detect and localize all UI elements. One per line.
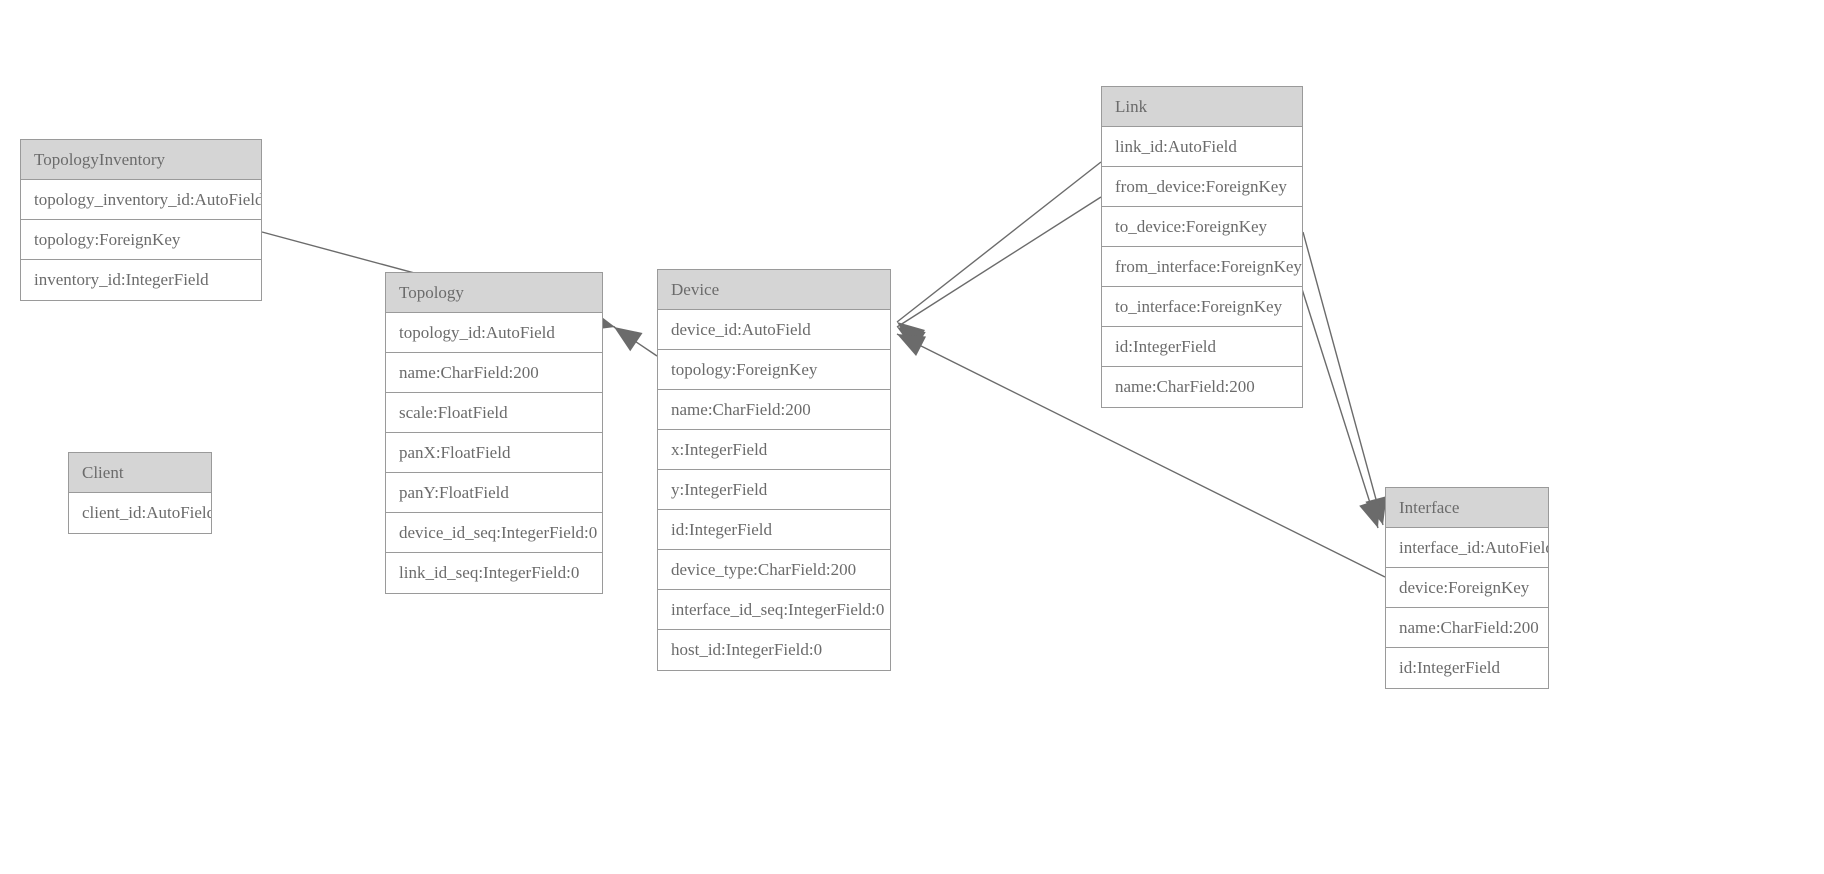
relationship-line-link-from-device — [896, 161, 1102, 323]
entity-field-device-3[interactable]: x:IntegerField — [658, 430, 890, 470]
entity-field-device-0[interactable]: device_id:AutoField — [658, 310, 890, 350]
entity-field-topology-4[interactable]: panY:FloatField — [386, 473, 602, 513]
entity-field-topology_inventory-2[interactable]: inventory_id:IntegerField — [21, 260, 261, 300]
entity-field-link-3[interactable]: from_interface:ForeignKey — [1102, 247, 1302, 287]
entity-title-client: Client — [69, 453, 211, 493]
entity-title-link: Link — [1102, 87, 1302, 127]
entity-field-link-2[interactable]: to_device:ForeignKey — [1102, 207, 1302, 247]
entity-field-topology-3[interactable]: panX:FloatField — [386, 433, 602, 473]
relationship-link-from-interface: Link.from_interface -> Interface — [1302, 231, 1387, 526]
entity-title-interface: Interface — [1386, 488, 1548, 528]
relationship-arrowhead-device-topology — [614, 327, 643, 352]
entity-field-link-6[interactable]: name:CharField:200 — [1102, 367, 1302, 407]
entity-field-topology_inventory-1[interactable]: topology:ForeignKey — [21, 220, 261, 260]
entity-field-device-2[interactable]: name:CharField:200 — [658, 390, 890, 430]
relationship-line-device-topology — [613, 326, 658, 357]
relationship-arrowhead-interface-device — [897, 334, 927, 357]
entity-field-link-4[interactable]: to_interface:ForeignKey — [1102, 287, 1302, 327]
entity-field-topology_inventory-0[interactable]: topology_inventory_id:AutoField — [21, 180, 261, 220]
entity-field-device-4[interactable]: y:IntegerField — [658, 470, 890, 510]
entity-field-device-6[interactable]: device_type:CharField:200 — [658, 550, 890, 590]
entity-field-device-8[interactable]: host_id:IntegerField:0 — [658, 630, 890, 670]
relationship-device-topology: Device.topology -> Topology — [613, 326, 658, 357]
entity-field-interface-2[interactable]: name:CharField:200 — [1386, 608, 1548, 648]
relationship-arrowhead-link-from-device — [897, 322, 926, 348]
entity-title-topology: Topology — [386, 273, 602, 313]
relationship-link-to-interface: Link.to_interface -> Interface — [1294, 266, 1381, 529]
relationship-line-link-from-interface — [1302, 231, 1384, 526]
entity-field-client-0[interactable]: client_id:AutoField — [69, 493, 211, 533]
entity-field-interface-1[interactable]: device:ForeignKey — [1386, 568, 1548, 608]
entity-title-topology_inventory: TopologyInventory — [21, 140, 261, 180]
relationship-line-link-to-interface — [1294, 266, 1379, 529]
entity-field-topology-1[interactable]: name:CharField:200 — [386, 353, 602, 393]
entity-field-topology-6[interactable]: link_id_seq:IntegerField:0 — [386, 553, 602, 593]
entity-field-link-0[interactable]: link_id:AutoField — [1102, 127, 1302, 167]
relationship-arrowhead-link-to-device — [897, 327, 926, 351]
entity-field-link-5[interactable]: id:IntegerField — [1102, 327, 1302, 367]
relationship-link-from-device: Link.from_device -> Device — [896, 161, 1102, 348]
entity-field-interface-3[interactable]: id:IntegerField — [1386, 648, 1548, 688]
entity-field-device-5[interactable]: id:IntegerField — [658, 510, 890, 550]
relationship-link-to-device: Link.to_device -> Device — [896, 196, 1102, 351]
entity-field-device-1[interactable]: topology:ForeignKey — [658, 350, 890, 390]
entity-field-link-1[interactable]: from_device:ForeignKey — [1102, 167, 1302, 207]
relationship-line-link-to-device — [896, 196, 1102, 328]
entity-field-interface-0[interactable]: interface_id:AutoField — [1386, 528, 1548, 568]
entity-field-device-7[interactable]: interface_id_seq:IntegerField:0 — [658, 590, 890, 630]
entity-field-topology-5[interactable]: device_id_seq:IntegerField:0 — [386, 513, 602, 553]
entity-title-device: Device — [658, 270, 890, 310]
entity-field-topology-0[interactable]: topology_id:AutoField — [386, 313, 602, 353]
entity-field-topology-2[interactable]: scale:FloatField — [386, 393, 602, 433]
